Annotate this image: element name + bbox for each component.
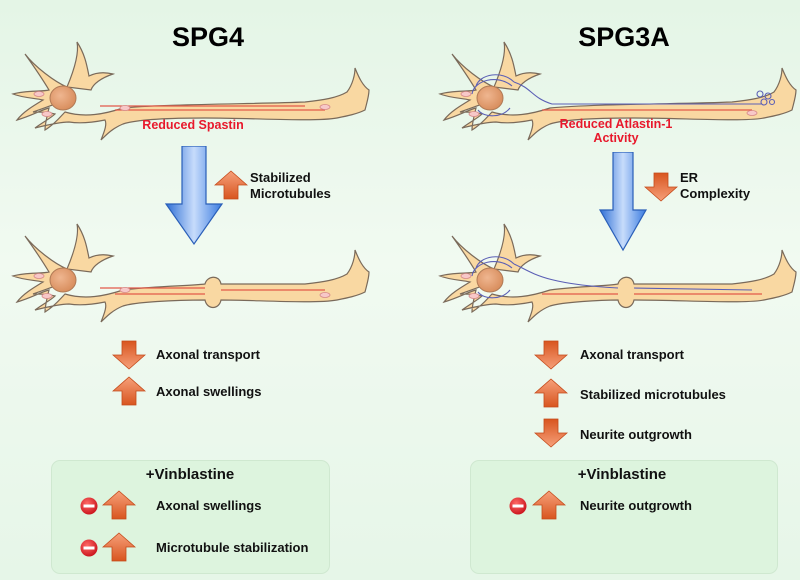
arrow-down-icon bbox=[534, 418, 568, 448]
mid-effect-right: ER Complexity bbox=[680, 170, 750, 202]
nucleus bbox=[49, 267, 77, 293]
arrow-down-icon bbox=[644, 172, 678, 202]
outcome-label: Axonal transport bbox=[156, 347, 261, 362]
arrow-up-icon bbox=[102, 532, 136, 562]
inhibit-icon bbox=[509, 497, 527, 515]
outcome-label: Axonal transport bbox=[580, 347, 685, 362]
arrow-up-icon bbox=[534, 378, 568, 408]
nucleus bbox=[476, 85, 504, 111]
cause-line: Reduced Atlastin-1 bbox=[559, 117, 673, 131]
neuron-illustration-left-top bbox=[11, 41, 370, 141]
flow-arrow-left bbox=[164, 146, 224, 246]
cause-label-left: Reduced Spastin bbox=[142, 118, 244, 132]
treatment-item: Neurite outgrowth bbox=[580, 498, 692, 513]
neuron-illustration-right-top bbox=[438, 41, 797, 141]
treatment-box-right bbox=[471, 461, 777, 573]
er-network bbox=[471, 74, 776, 117]
treatment-item: Microtubule stabilization bbox=[156, 540, 309, 555]
arrow-up-icon bbox=[112, 376, 146, 406]
mid-effect-line: Complexity bbox=[680, 186, 751, 201]
mid-effect-line: Microtubules bbox=[250, 186, 331, 201]
mid-effect-line: ER bbox=[680, 170, 699, 185]
nucleus bbox=[476, 267, 504, 293]
cause-label-right: Reduced Atlastin-1 Activity bbox=[560, 117, 673, 145]
treatment-title-left: +Vinblastine bbox=[145, 466, 235, 483]
arrow-down-icon bbox=[112, 340, 146, 370]
outcome-label: Neurite outgrowth bbox=[580, 427, 692, 442]
arrow-up-icon bbox=[214, 170, 248, 200]
panel-title-right: SPG3A bbox=[578, 22, 670, 52]
inhibit-icon bbox=[80, 497, 98, 515]
treatment-box-left bbox=[52, 461, 329, 573]
treatment-title-right: +Vinblastine bbox=[577, 466, 667, 483]
outcome-label: Axonal swellings bbox=[156, 384, 262, 399]
neuron-illustration-left-bottom bbox=[11, 223, 370, 323]
treatment-item: Axonal swellings bbox=[156, 498, 262, 513]
arrow-up-icon bbox=[532, 490, 566, 520]
arrow-up-icon bbox=[102, 490, 136, 520]
mid-effect-left: Stabilized Microtubules bbox=[250, 170, 331, 202]
inhibit-icon bbox=[80, 539, 98, 557]
mid-effect-line: Stabilized bbox=[250, 170, 311, 185]
er-network bbox=[471, 256, 753, 299]
arrow-down-icon bbox=[534, 340, 568, 370]
cause-line: Activity bbox=[593, 131, 639, 145]
nucleus bbox=[49, 85, 77, 111]
outcome-label: Stabilized microtubules bbox=[580, 387, 726, 402]
panel-title-left: SPG4 bbox=[171, 22, 245, 52]
flow-arrow-right bbox=[598, 152, 648, 252]
neuron-illustration-right-bottom bbox=[438, 223, 797, 323]
